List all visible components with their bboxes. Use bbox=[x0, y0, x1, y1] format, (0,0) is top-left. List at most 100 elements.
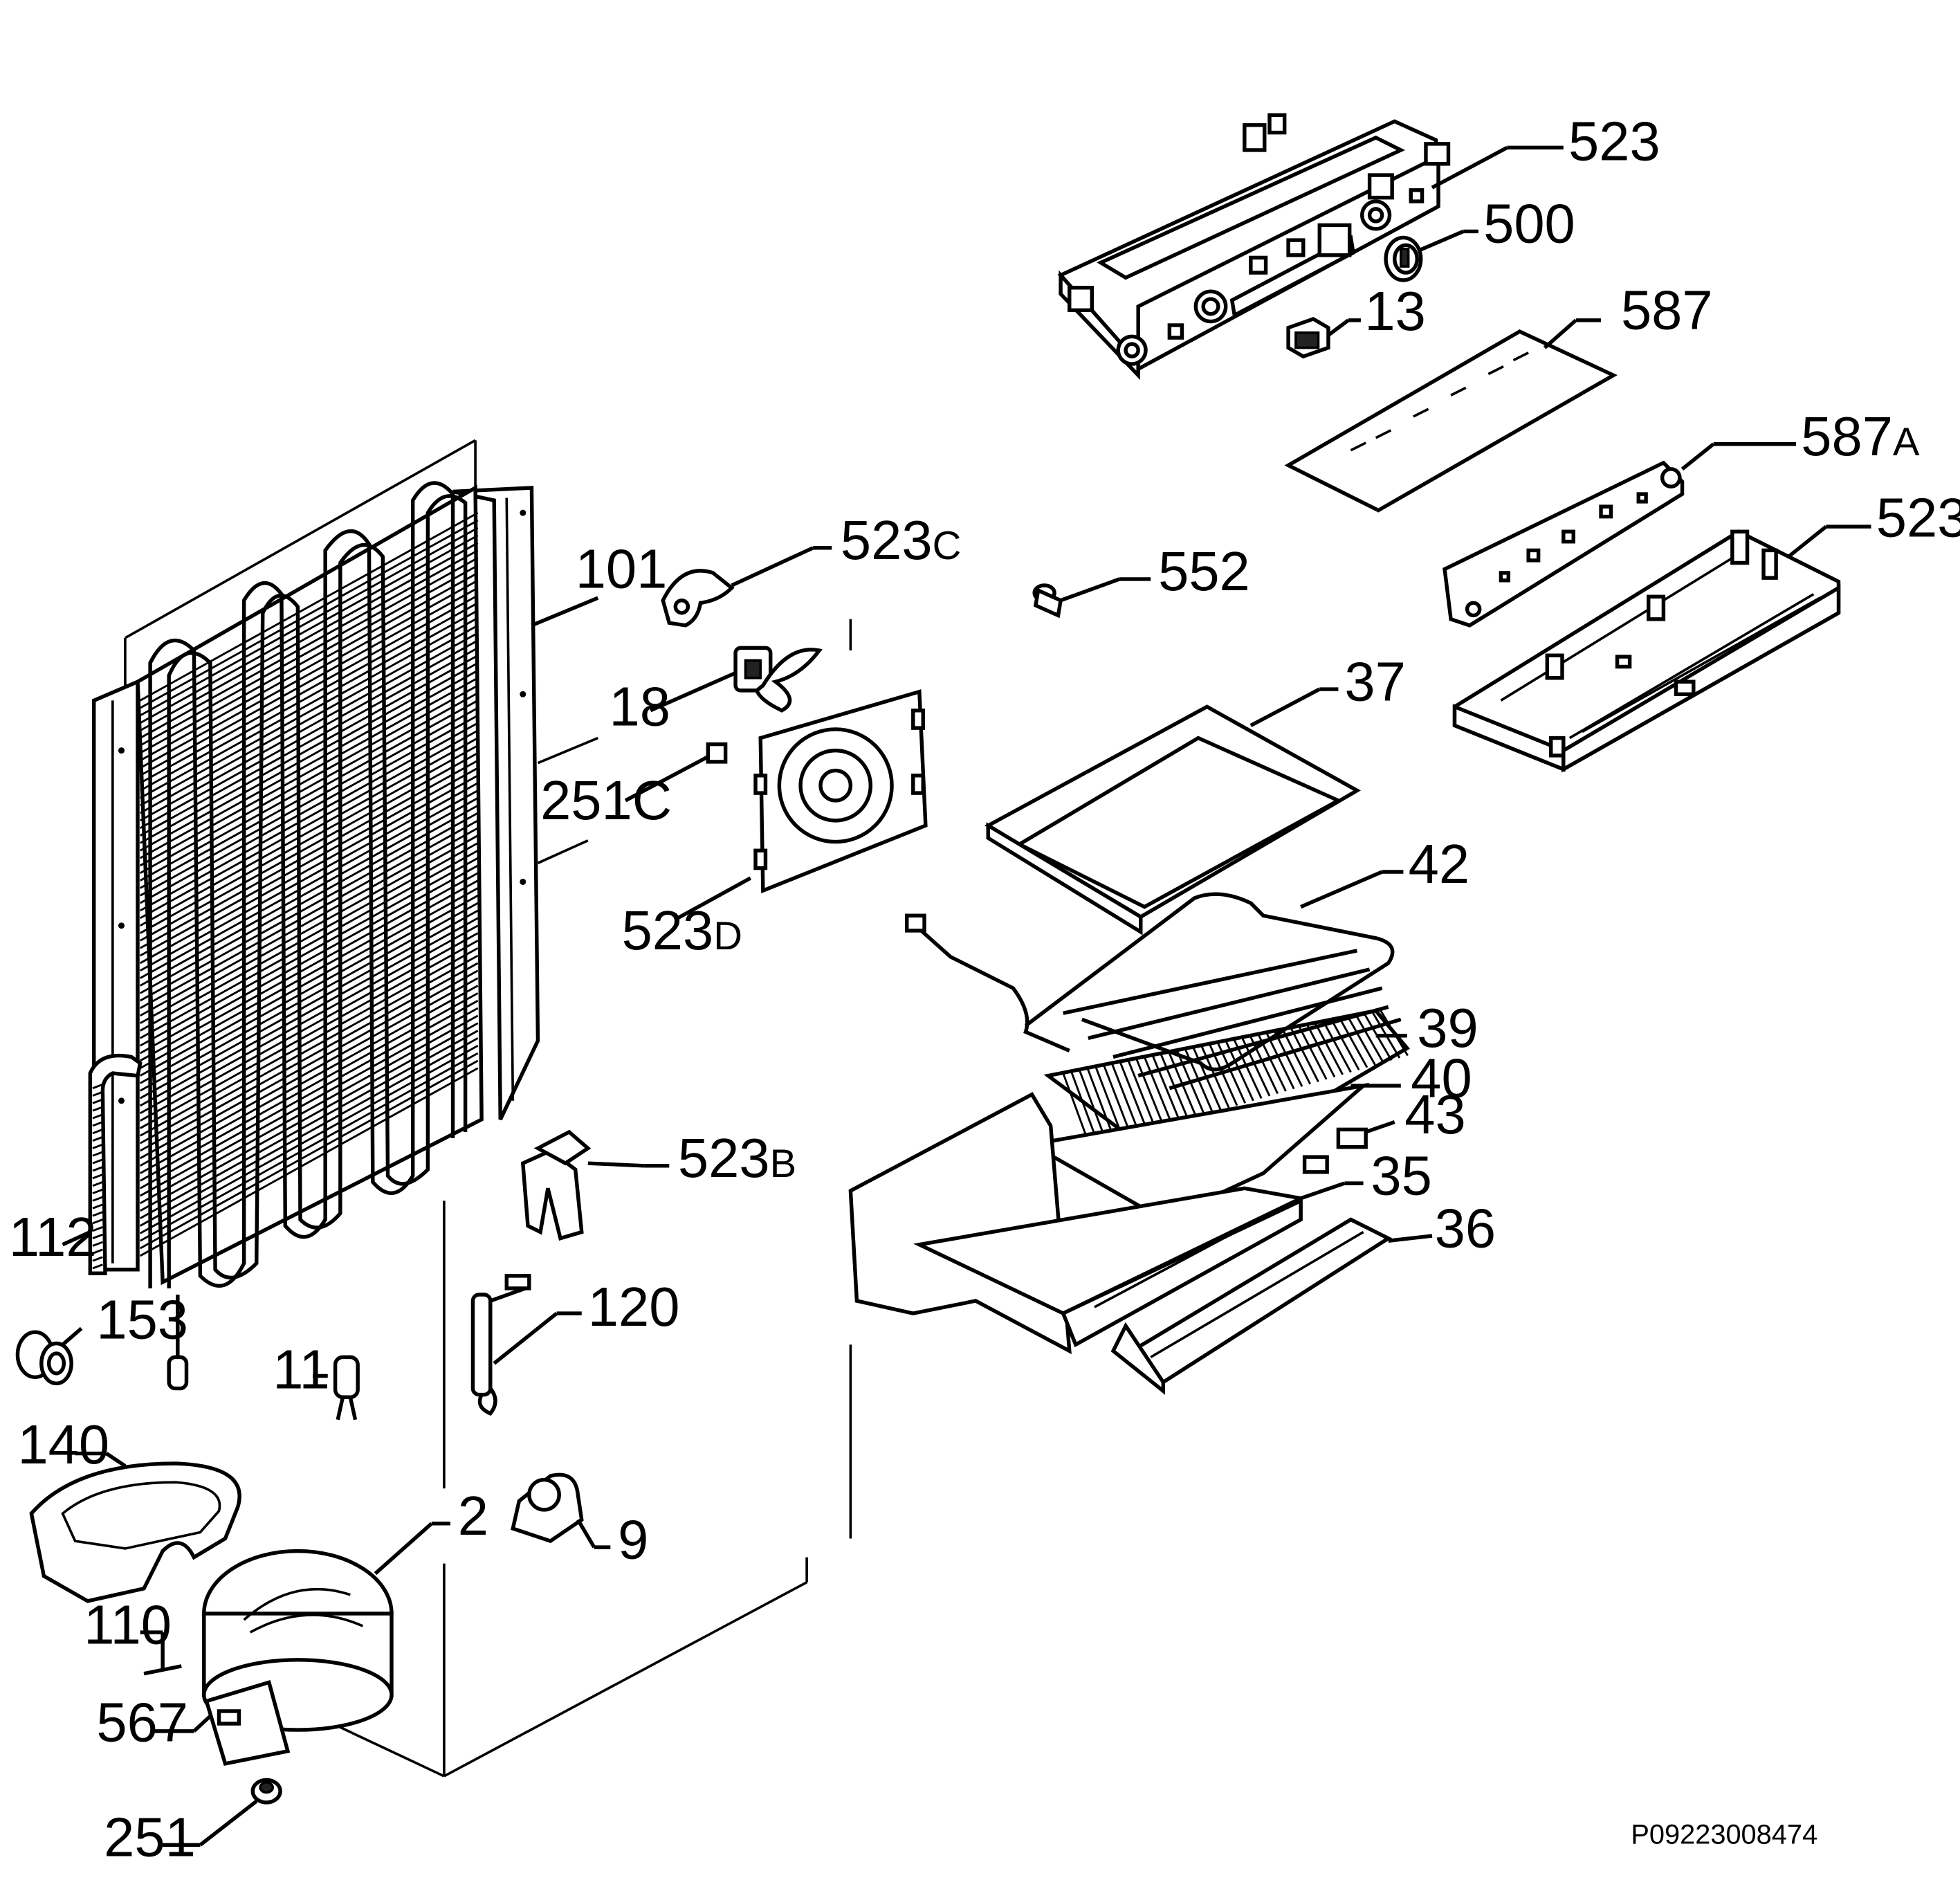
hatch-line bbox=[139, 992, 479, 1182]
label-552: 552 bbox=[1158, 540, 1250, 602]
insulation-40 bbox=[1026, 1082, 1370, 1222]
label-587A-main: 587 bbox=[1801, 405, 1893, 467]
hatch-line bbox=[92, 1129, 103, 1135]
hatch-line bbox=[139, 1014, 479, 1205]
condenser-101 bbox=[92, 481, 540, 1391]
hatch-line bbox=[1379, 1009, 1409, 1057]
hatch-line bbox=[1265, 1032, 1295, 1090]
hatch-line bbox=[139, 962, 479, 1152]
hatch-line bbox=[92, 1166, 103, 1172]
hatch-line bbox=[1487, 365, 1504, 376]
label-153: 153 bbox=[96, 1288, 188, 1350]
bracket-523C bbox=[661, 569, 735, 628]
label-35: 35 bbox=[1371, 1144, 1431, 1206]
hatch-line bbox=[139, 1067, 479, 1257]
hatch-line bbox=[92, 1188, 103, 1194]
hatch-line bbox=[1355, 1014, 1384, 1064]
circuit-board-587 bbox=[1284, 329, 1618, 513]
cabinet-outline bbox=[124, 439, 852, 1778]
hatch-line bbox=[1306, 1023, 1336, 1078]
label-523C-main: 523 bbox=[841, 509, 933, 571]
leader-lines bbox=[61, 145, 1871, 1847]
hatch-line bbox=[1346, 1016, 1376, 1066]
hatch-line bbox=[92, 1098, 103, 1104]
heater-42 bbox=[905, 892, 1402, 1090]
label-523C: 523C bbox=[841, 509, 961, 571]
hatch-line bbox=[1127, 1059, 1157, 1130]
hatch-line bbox=[92, 1090, 103, 1097]
hatch-line bbox=[1281, 1028, 1312, 1085]
hatch-line bbox=[92, 1174, 103, 1180]
hatch-line bbox=[1350, 441, 1366, 452]
hatch-line bbox=[1143, 1056, 1173, 1125]
hatch-line bbox=[139, 542, 479, 731]
bushing-153 bbox=[15, 1330, 73, 1386]
hatch-line bbox=[1330, 1019, 1360, 1070]
hatch-line bbox=[139, 1059, 479, 1250]
label-39: 39 bbox=[1417, 997, 1478, 1059]
hatch-line bbox=[139, 977, 479, 1167]
hatch-line bbox=[1298, 1025, 1328, 1080]
hatch-line bbox=[1151, 1055, 1182, 1123]
hatch-line bbox=[139, 519, 479, 709]
label-11: 11 bbox=[273, 1339, 330, 1400]
label-523B: 523B bbox=[678, 1127, 796, 1189]
label-251C: 251C bbox=[540, 769, 672, 831]
label-523B-sub: B bbox=[770, 1142, 797, 1186]
label-523D-sub: D bbox=[713, 914, 742, 958]
hatch-line bbox=[139, 1044, 479, 1234]
knob-500 bbox=[1384, 235, 1423, 282]
bracket-523B bbox=[520, 1129, 592, 1241]
hatch-line bbox=[92, 1219, 103, 1225]
label-523D: 523D bbox=[622, 900, 742, 961]
hatch-line bbox=[92, 1256, 103, 1262]
label-13: 13 bbox=[1364, 280, 1425, 342]
lamp-552 bbox=[1032, 583, 1063, 619]
hatch-line bbox=[1135, 1058, 1165, 1128]
fan-motor-18 bbox=[733, 646, 823, 713]
hatch-line bbox=[92, 1241, 103, 1247]
foot-251 bbox=[250, 1778, 282, 1805]
defrost-sensor-120 bbox=[470, 1274, 531, 1416]
label-40: 40 bbox=[1411, 1047, 1472, 1108]
hatch-line bbox=[1103, 1064, 1133, 1137]
hatch-line bbox=[139, 969, 479, 1160]
label-110: 110 bbox=[84, 1594, 172, 1655]
label-523A-main: 523 bbox=[1876, 487, 1960, 549]
label-9: 9 bbox=[618, 1508, 648, 1570]
label-18: 18 bbox=[610, 675, 670, 737]
label-587A: 587A bbox=[1801, 405, 1920, 467]
hatch-line bbox=[92, 1263, 103, 1270]
cover-37 bbox=[984, 704, 1361, 936]
compressor-2 bbox=[202, 1549, 394, 1767]
hatch-line bbox=[1512, 352, 1529, 362]
hatch-line bbox=[139, 1022, 479, 1212]
hatch-line bbox=[139, 1037, 479, 1227]
switch-13 bbox=[1286, 316, 1330, 359]
hatch-line bbox=[1110, 1063, 1141, 1135]
part-labels: 523 500 13 587 587A 523A 552 37 42 39 40… bbox=[9, 110, 1960, 1868]
label-523D-main: 523 bbox=[622, 900, 714, 961]
hatch-line bbox=[92, 1233, 103, 1239]
clamp-9 bbox=[511, 1472, 584, 1544]
hatch-line bbox=[92, 1083, 103, 1090]
label-523A: 523A bbox=[1876, 487, 1960, 549]
hatch-line bbox=[1450, 386, 1467, 396]
label-42: 42 bbox=[1409, 833, 1469, 895]
label-251: 251 bbox=[104, 1807, 196, 1868]
label-523B-main: 523 bbox=[678, 1127, 770, 1189]
hatch-line bbox=[139, 940, 479, 1129]
hatch-line bbox=[139, 549, 479, 739]
connectors-43 bbox=[1302, 1127, 1368, 1174]
hatch-line bbox=[1273, 1030, 1303, 1087]
hatch-line bbox=[1119, 1061, 1149, 1132]
hatch-line bbox=[92, 1248, 103, 1254]
hatch-line bbox=[92, 1143, 103, 1149]
label-2: 2 bbox=[458, 1485, 488, 1546]
hatch-line bbox=[139, 534, 479, 724]
label-523: 523 bbox=[1568, 110, 1660, 172]
control-housing-523 bbox=[1057, 113, 1451, 381]
clip-251C bbox=[706, 742, 728, 764]
drier-112 bbox=[88, 1053, 143, 1275]
hatch-line bbox=[1290, 1027, 1319, 1082]
